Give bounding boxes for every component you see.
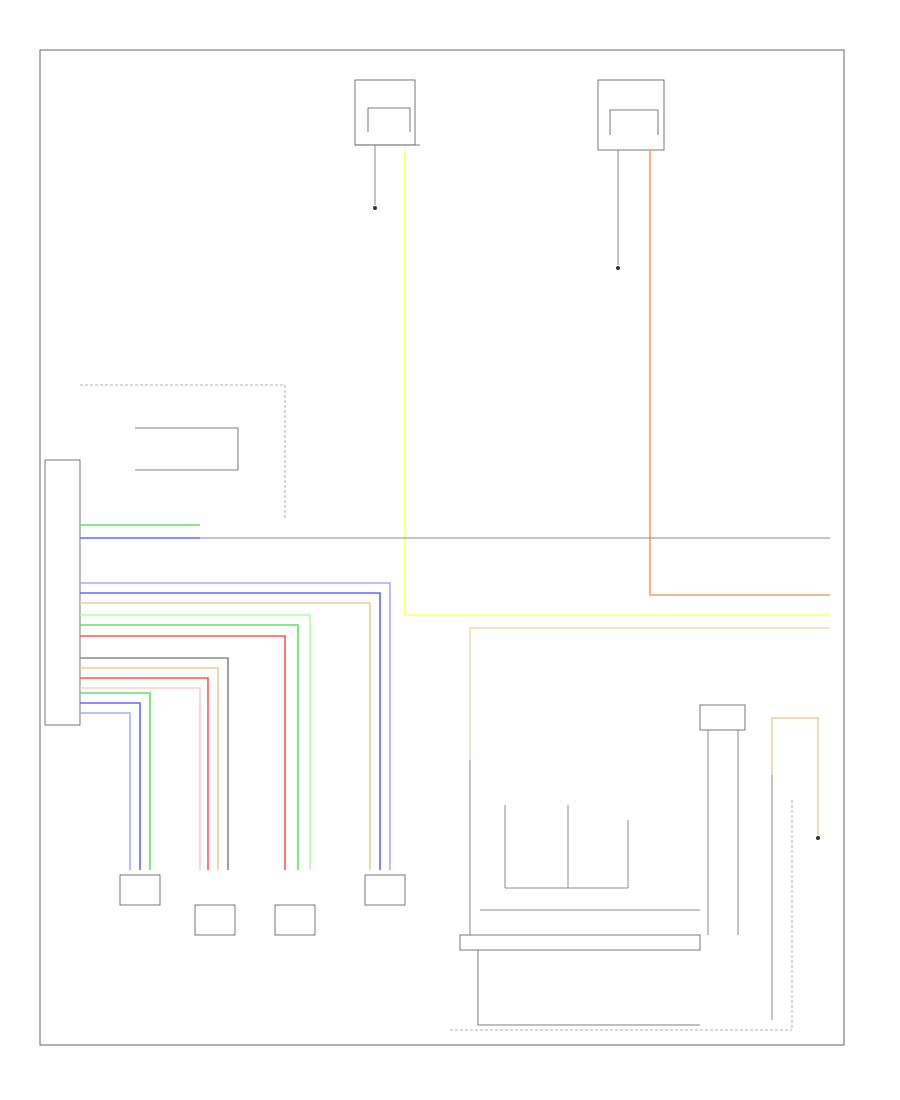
right-bottom-block	[450, 627, 830, 1031]
wire-yellow	[404, 150, 830, 616]
module-top-right	[597, 79, 665, 270]
left-module-wires	[80, 524, 830, 870]
diagram-frame	[39, 49, 845, 1046]
wire-orange	[649, 150, 830, 596]
bottom-sensors	[119, 874, 406, 936]
module-left-tcm	[44, 384, 286, 726]
module-top-center	[354, 79, 420, 210]
